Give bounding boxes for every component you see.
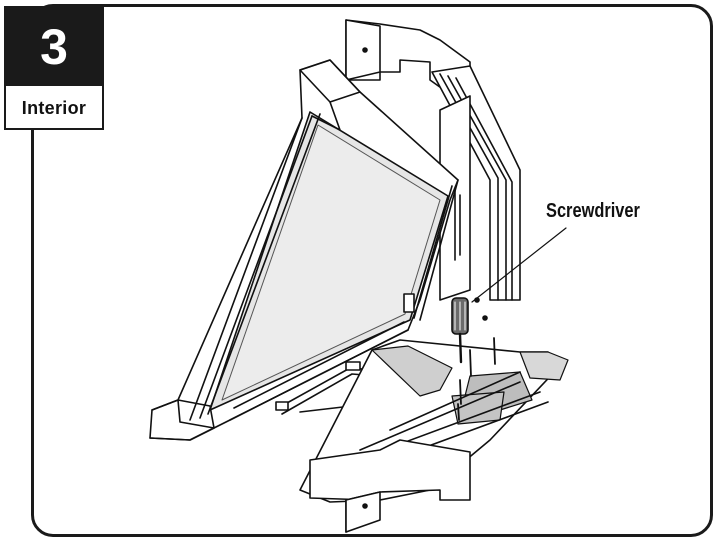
screwdriver-callout-label: Screwdriver <box>546 200 640 222</box>
screwdriver-illustration <box>451 297 488 364</box>
step-number: 3 <box>6 8 102 86</box>
step-view-label: Interior <box>21 98 87 118</box>
screwdriver-leader-line <box>471 227 567 303</box>
lower-frame-profile <box>309 439 471 533</box>
upper-frame-profile <box>345 19 521 301</box>
screws <box>457 337 496 421</box>
step-indicator: 3 Interior <box>4 6 104 130</box>
open-casement-sash <box>149 59 459 441</box>
